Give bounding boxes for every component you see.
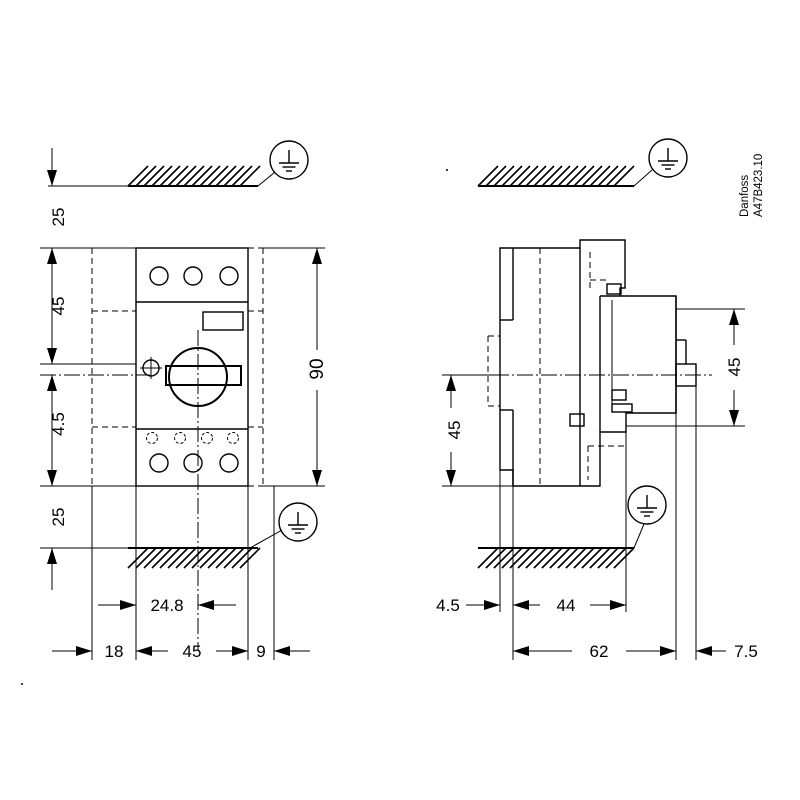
front-clearance-lines <box>40 247 264 650</box>
dim-lower-section: 4.5 <box>49 412 68 436</box>
earth-symbol-icon <box>278 502 318 542</box>
front-vertical-dimensions <box>40 148 136 590</box>
dim-bottom-clearance: 25 <box>49 508 68 527</box>
maker-mark: Danfoss A47B423.10 <box>739 154 765 217</box>
dim-body-width: 45 <box>183 642 202 661</box>
front-device-body <box>135 247 249 487</box>
dim-right-clearance: 9 <box>256 642 265 661</box>
dim-knob-offset: 24.8 <box>150 596 183 615</box>
dim-total-height: 90 <box>307 358 328 379</box>
dim-rail-offset: 4.5 <box>436 596 460 615</box>
dim-total-depth: 62 <box>590 642 609 661</box>
dim-mount-spacing: 45 <box>725 358 744 377</box>
side-rail-dimension <box>442 374 513 487</box>
front-total-height-dimension <box>263 247 325 487</box>
earth-symbol-icon <box>627 485 667 525</box>
side-horizontal-dimensions <box>466 386 726 660</box>
dim-left-clearance: 18 <box>105 642 124 661</box>
dim-upper-section: 45 <box>49 297 68 316</box>
dim-rail-height: 45 <box>445 421 464 440</box>
bottom-ground-hatch <box>477 523 645 569</box>
dim-body-depth: 44 <box>557 596 576 615</box>
front-horizontal-dimensions <box>52 486 310 660</box>
side-device-body <box>445 239 712 487</box>
side-view: 45 45 4.5 44 62 7.5 <box>436 138 758 661</box>
drawing-number: A47B423.10 <box>753 154 765 217</box>
side-mount-dimension <box>626 308 745 427</box>
earth-symbol-icon <box>269 140 309 180</box>
top-ground-hatch <box>477 165 653 187</box>
dim-top-clearance: 25 <box>49 208 68 227</box>
front-view: 25 45 4.5 25 90 24.8 18 45 9 <box>40 140 328 661</box>
dim-knob-depth: 7.5 <box>734 642 758 661</box>
top-ground-hatch <box>127 165 276 187</box>
earth-symbol-icon <box>648 138 688 178</box>
brand-label: Danfoss <box>739 175 751 217</box>
bottom-ground-hatch <box>127 529 283 569</box>
